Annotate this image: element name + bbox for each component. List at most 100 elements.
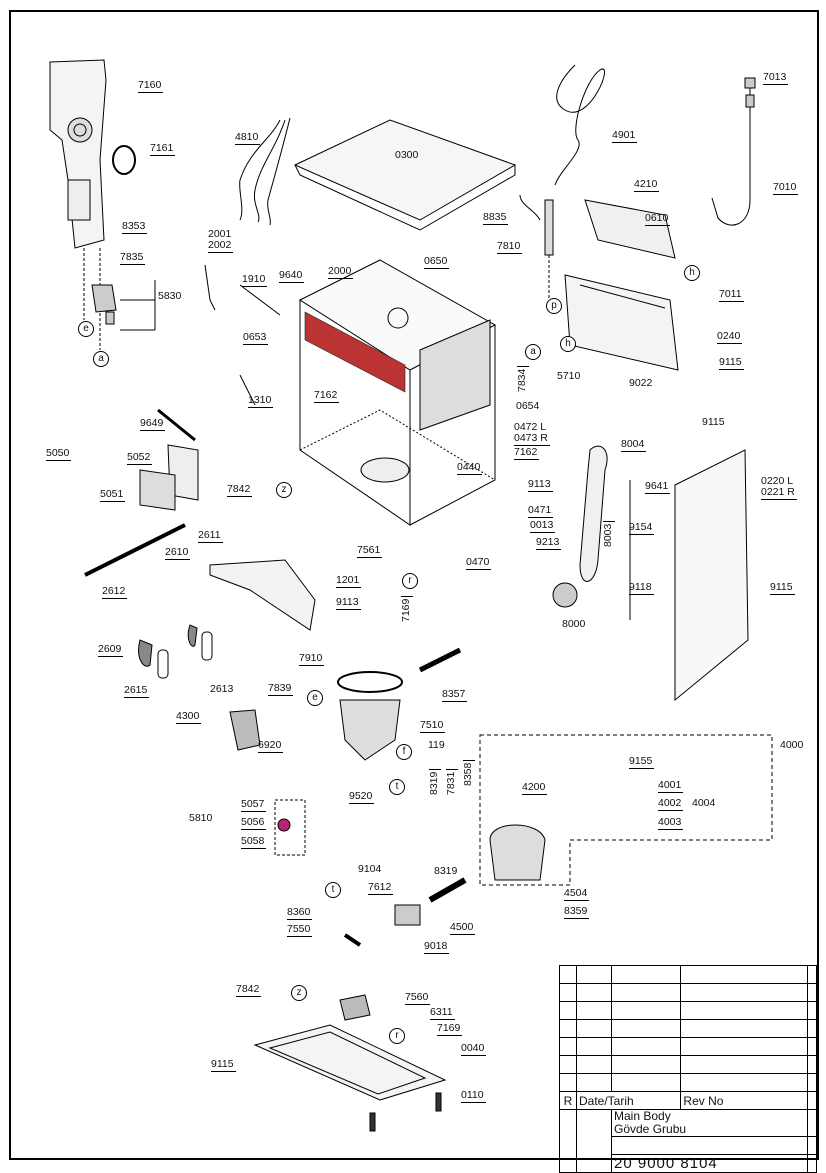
callout-7010: 7010	[773, 181, 799, 195]
callout-8003: 8003	[602, 520, 615, 547]
rev-marker: R	[559, 1091, 577, 1110]
callout-8004: 8004	[621, 438, 647, 452]
callout-5058: 5058	[241, 835, 267, 849]
ref-circle-h-2: h	[560, 336, 576, 352]
callout-9115-a: 9115	[719, 356, 744, 370]
callout-8359: 8359	[564, 905, 590, 919]
title-en-text: Main Body	[614, 1109, 671, 1123]
callout-9154: 9154	[629, 521, 655, 535]
title-tr-text: Gövde Grubu	[614, 1122, 687, 1136]
drawing-number: 20 9000 8104	[611, 1154, 808, 1173]
callout-9115-c: 9115	[770, 581, 795, 595]
callout-5056: 5056	[241, 816, 267, 830]
callout-0472-l: 0472 L	[514, 421, 547, 433]
callout-0440: 0440	[457, 461, 483, 475]
callout-9649: 9649	[140, 417, 166, 431]
callout-7561: 7561	[357, 544, 383, 558]
callout-4504: 4504	[564, 887, 590, 901]
callout-9018: 9018	[424, 940, 450, 954]
callout-0650: 0650	[424, 255, 450, 269]
callout-8000: 8000	[562, 618, 586, 630]
callout-0013: 0013	[530, 519, 556, 533]
callout-8319-b: 8319	[434, 865, 458, 877]
callout-8357: 8357	[442, 688, 468, 702]
callout-7169-b: 7169	[437, 1022, 463, 1036]
callout-1910: 1910	[242, 273, 268, 287]
callout-5830: 5830	[158, 290, 182, 302]
ref-circle-r: r	[402, 573, 418, 589]
callout-7011: 7011	[719, 288, 744, 302]
rev-header: Rev No	[680, 1091, 808, 1110]
callout-7842-a: 7842	[227, 483, 253, 497]
callout-5050: 5050	[46, 447, 72, 461]
callout-2611: 2611	[198, 529, 223, 543]
callout-7161: 7161	[150, 142, 176, 156]
callout-7162-b: 7162	[514, 446, 540, 460]
callout-7831: 7831	[445, 768, 458, 795]
callout-7839: 7839	[268, 682, 294, 696]
callout-0471: 0471	[528, 504, 554, 518]
ref-circle-r-2: r	[389, 1028, 405, 1044]
callout-0110: 0110	[461, 1089, 486, 1103]
callout-8835: 8835	[483, 211, 509, 225]
callout-8353: 8353	[122, 220, 148, 234]
callout-5710: 5710	[557, 370, 581, 382]
callout-9213: 9213	[536, 536, 562, 550]
callout-4200: 4200	[522, 781, 548, 795]
callout-4002: 4002	[658, 797, 684, 811]
callout-6920: 6920	[258, 739, 284, 753]
callout-1201: 1201	[336, 574, 362, 588]
callout-7560: 7560	[405, 991, 431, 1005]
callout-4810: 4810	[235, 131, 261, 145]
ref-circle-h: h	[684, 265, 700, 281]
callout-9520: 9520	[349, 790, 375, 804]
callout-9155: 9155	[629, 755, 655, 769]
callout-7910: 7910	[299, 652, 325, 666]
callout-0473-r: 0473 R	[514, 432, 550, 446]
callout-9118: 9118	[629, 581, 654, 595]
callout-9113-a: 9113	[528, 478, 553, 492]
callout-4210: 4210	[634, 178, 660, 192]
callout-8360: 8360	[287, 906, 313, 920]
callout-2000: 2000	[328, 265, 354, 279]
callout-4000: 4000	[780, 739, 804, 751]
callout-2613: 2613	[210, 683, 234, 695]
callout-5810: 5810	[189, 812, 213, 824]
callout-0040: 0040	[461, 1042, 487, 1056]
callout-0300: 0300	[395, 149, 419, 161]
ref-circle-t: t	[389, 779, 405, 795]
ref-circle-p: p	[546, 298, 562, 314]
callout-0220-l: 0220 L	[761, 475, 794, 487]
date-header: Date/Tarih	[575, 1091, 682, 1110]
callout-2609: 2609	[98, 643, 124, 657]
ref-circle-a: a	[93, 351, 109, 367]
callout-7612: 7612	[368, 881, 394, 895]
drawing-frame	[9, 10, 819, 1160]
callout-7550: 7550	[287, 923, 313, 937]
ref-circle-f: f	[396, 744, 412, 760]
callout-2612: 2612	[102, 585, 128, 599]
callout-8319-a: 8319	[428, 768, 441, 795]
callout-7160: 7160	[138, 79, 164, 93]
ref-circle-e: e	[78, 321, 94, 337]
callout-4004: 4004	[692, 797, 716, 809]
ref-circle-z-2: z	[291, 985, 307, 1001]
callout-7510: 7510	[420, 719, 446, 733]
callout-0610: 0610	[645, 212, 671, 226]
callout-0470: 0470	[466, 556, 492, 570]
callout-9115-b: 9115	[702, 416, 725, 428]
callout-5057: 5057	[241, 798, 267, 812]
callout-9022: 9022	[629, 377, 653, 389]
callout-0240: 0240	[717, 330, 743, 344]
callout-6311: 6311	[430, 1006, 455, 1020]
callout-7162-a: 7162	[314, 389, 340, 403]
callout-4901: 4901	[612, 129, 638, 143]
callout-7810: 7810	[497, 240, 523, 254]
callout-7834: 7834	[516, 365, 529, 392]
callout-7169-a: 7169	[400, 595, 413, 622]
callout-4300: 4300	[176, 710, 202, 724]
ref-circle-a-2: a	[525, 344, 541, 360]
callout-2002: 2002	[208, 239, 234, 253]
callout-7013: 7013	[763, 71, 789, 85]
